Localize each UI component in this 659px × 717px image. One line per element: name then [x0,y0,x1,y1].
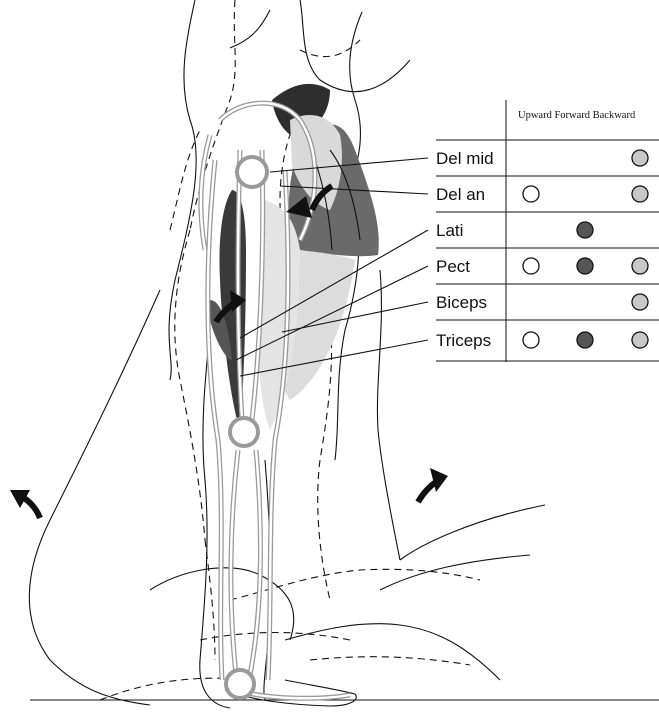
muscle-group [210,84,379,430]
muscle-activity-table: Upward Forward Backward Del mid Del an L… [436,98,659,364]
row-label-triceps: Triceps [436,331,491,350]
wrist-joint [226,670,254,698]
shoulder-joint [237,157,267,187]
row-label-del-an: Del an [436,185,485,204]
activity-mark-white [523,186,539,202]
row-label-pect: Pect [436,257,470,276]
row-label-biceps: Biceps [436,293,487,312]
table-background [436,98,659,364]
curved-arrow-icon [10,490,40,518]
activity-mark-dark [577,332,593,348]
elbow-joint [230,418,258,446]
activity-mark-light [632,186,648,202]
activity-mark-light [632,258,648,274]
row-label-lati: Lati [436,221,463,240]
activity-mark-dark [577,222,593,238]
activity-mark-light [632,294,648,310]
activity-mark-light [632,150,648,166]
activity-mark-white [523,332,539,348]
curved-arrow-icon [418,468,448,502]
table-column-headers: Upward Forward Backward [518,110,636,121]
row-label-del-mid: Del mid [436,149,494,168]
activity-mark-dark [577,258,593,274]
activity-mark-white [523,258,539,274]
activity-mark-light [632,332,648,348]
